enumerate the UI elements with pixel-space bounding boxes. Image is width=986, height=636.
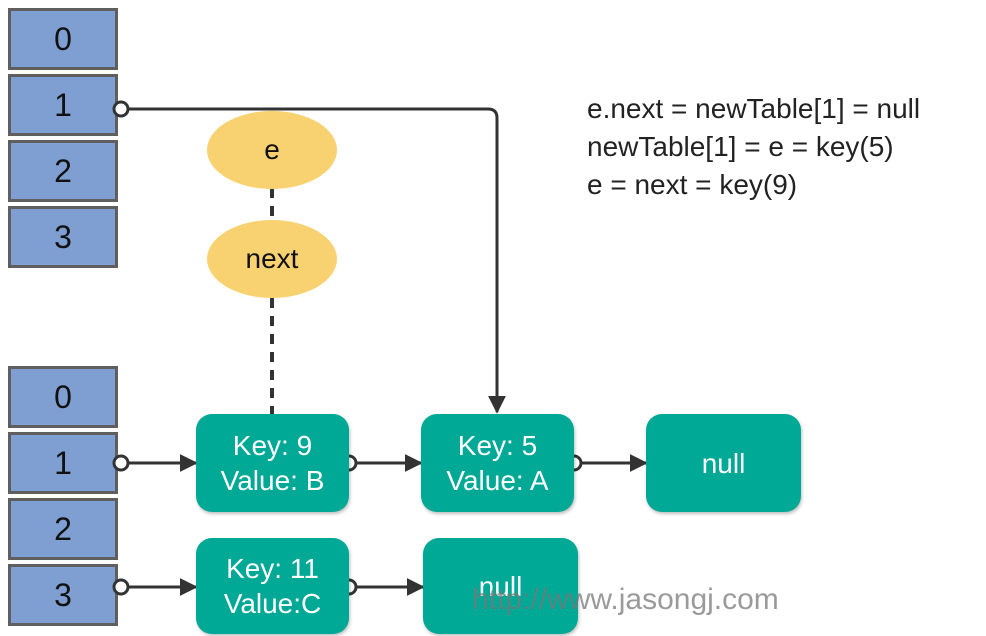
- new-table: 0 1 2 3: [8, 366, 118, 630]
- old-slot1-pointer-dot: [112, 100, 130, 118]
- new-slot1-pointer-dot: [112, 454, 130, 472]
- new-table-slot-0: 0: [8, 366, 118, 428]
- old-table-slot-1: 1: [8, 74, 118, 136]
- node-key9-value: Value: B: [220, 465, 325, 496]
- node-null-2: null: [423, 538, 578, 634]
- note-line-3: e = next = key(9): [587, 169, 798, 200]
- new-slot3-pointer-dot: [112, 578, 130, 596]
- e-pointer-label: e: [264, 134, 280, 165]
- node-null-1: null: [646, 414, 801, 512]
- note-line-2: newTable[1] = e = key(5): [587, 131, 894, 162]
- node-key11: Key: 11 Value:C: [196, 538, 349, 634]
- old-table: 0 1 2 3: [8, 8, 118, 272]
- watermark: http://www.jasongj.com: [472, 583, 779, 616]
- node-key5-value: Value: A: [446, 465, 549, 496]
- old-table-slot-3: 3: [8, 206, 118, 268]
- node-key5-key: Key: 5: [457, 430, 538, 461]
- node-key11-key: Key: 11: [226, 553, 319, 584]
- node-null-2-label: null: [478, 570, 523, 602]
- old-slot1-to-key5-arrow: [121, 107, 506, 414]
- e-pointer-ellipse: e: [207, 111, 337, 189]
- node-key9-key: Key: 9: [232, 430, 313, 461]
- next-pointer-label: next: [245, 243, 299, 274]
- old-table-slot-0: 0: [8, 8, 118, 70]
- node-key5: Key: 5 Value: A: [421, 414, 574, 512]
- node-null-1-label: null: [701, 447, 746, 479]
- note-line-1: e.next = newTable[1] = null: [587, 93, 921, 124]
- old-table-slot-2: 2: [8, 140, 118, 202]
- step-notes: e.next = newTable[1] = null newTable[1] …: [587, 90, 920, 204]
- new-table-slot-3: 3: [8, 564, 118, 626]
- node-key11-value: Value:C: [223, 588, 322, 619]
- node-key9: Key: 9 Value: B: [196, 414, 349, 512]
- next-pointer-ellipse: next: [207, 220, 337, 298]
- new-table-slot-2: 2: [8, 498, 118, 560]
